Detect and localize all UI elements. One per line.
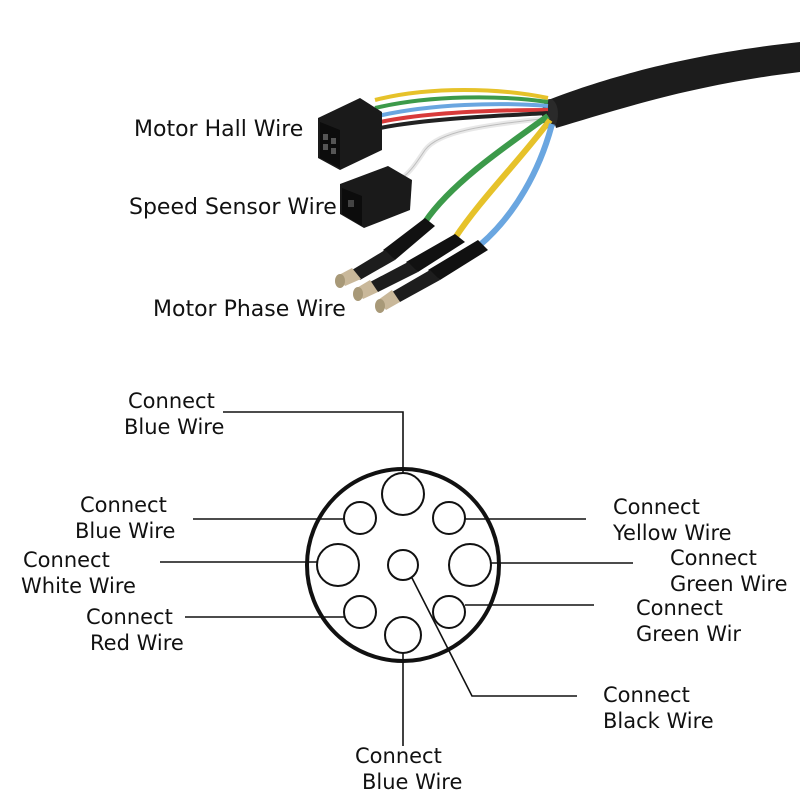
wire-red-top [379, 108, 549, 124]
wire-yellow-top [374, 88, 549, 102]
pin-lower-right [432, 595, 466, 629]
wire-phase-green [422, 113, 550, 224]
main-cable [548, 42, 800, 128]
phase-terminal-3 [375, 240, 488, 313]
connector-outline [305, 467, 501, 663]
speed-sensor-connector [340, 166, 412, 228]
pin-upper-right [432, 501, 466, 535]
phase-terminal-2 [353, 234, 465, 301]
pin-bottom [384, 616, 422, 654]
pin-left [316, 543, 360, 587]
pin-top [381, 472, 425, 516]
motor-phase-wire-label: Motor Phase Wire [153, 297, 346, 322]
wire-green-top [374, 95, 549, 110]
motor-hall-wire-label: Motor Hall Wire [134, 117, 304, 142]
speed-sensor-wire-label: Speed Sensor Wire [129, 195, 337, 220]
wire-black-top [379, 111, 549, 130]
wire-phase-yellow [452, 118, 553, 240]
wire-phase-blue [478, 123, 555, 248]
pin-upper-left [343, 501, 377, 535]
leader-lines [160, 411, 633, 746]
cable-photo [318, 42, 800, 313]
wire-blue-top [377, 102, 549, 118]
phase-terminal-1 [335, 218, 435, 288]
pin-right [448, 543, 492, 587]
hall-connector [318, 98, 382, 170]
pinout-diagram [160, 411, 633, 746]
pin-center [387, 549, 419, 581]
pin-lower-left [343, 595, 377, 629]
